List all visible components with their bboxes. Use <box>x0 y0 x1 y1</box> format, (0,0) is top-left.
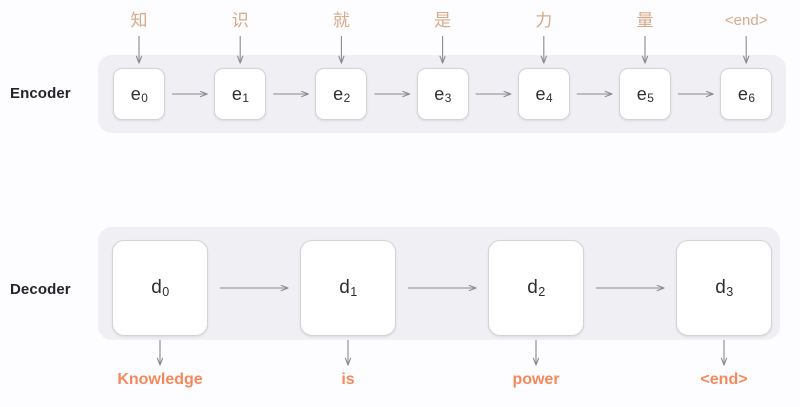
decoder-band <box>98 227 780 340</box>
cell-subscript: 0 <box>141 91 148 105</box>
cell-base: e <box>737 83 748 104</box>
output-word-2: power <box>512 371 560 388</box>
output-word-0: Knowledge <box>117 371 203 388</box>
cell-subscript: 1 <box>350 285 358 299</box>
input-token-5: 量 <box>636 11 654 30</box>
cell-base: d <box>151 277 162 298</box>
cell-base: e <box>636 83 647 104</box>
input-token-0: 知 <box>130 11 148 30</box>
input-token-1: 识 <box>231 11 249 30</box>
input-token-4: 力 <box>535 11 553 30</box>
cell-base: d <box>339 277 350 298</box>
output-word-1: is <box>341 371 355 388</box>
cell-subscript: 6 <box>748 91 755 105</box>
cell-base: d <box>715 277 726 298</box>
cell-subscript: 2 <box>538 285 546 299</box>
cell-base: e <box>434 83 445 104</box>
cell-base: e <box>535 83 546 104</box>
input-token-3: 是 <box>434 11 452 30</box>
cell-base: e <box>333 83 344 104</box>
cell-base: e <box>231 83 242 104</box>
cell-subscript: 4 <box>546 91 553 105</box>
cell-base: e <box>130 83 141 104</box>
output-word-3: <end> <box>700 371 748 388</box>
cell-subscript: 3 <box>726 285 734 299</box>
cell-subscript: 5 <box>647 91 654 105</box>
cell-base: d <box>527 277 538 298</box>
cell-subscript: 1 <box>242 91 249 105</box>
cell-subscript: 3 <box>444 91 452 105</box>
encoder-row-label: Encoder <box>10 85 71 102</box>
cell-subscript: 0 <box>162 285 170 299</box>
input-token-6: <end> <box>724 12 768 29</box>
decoder-row-label: Decoder <box>10 281 71 298</box>
input-token-2: 就 <box>332 11 350 30</box>
cell-subscript: 2 <box>343 91 351 105</box>
